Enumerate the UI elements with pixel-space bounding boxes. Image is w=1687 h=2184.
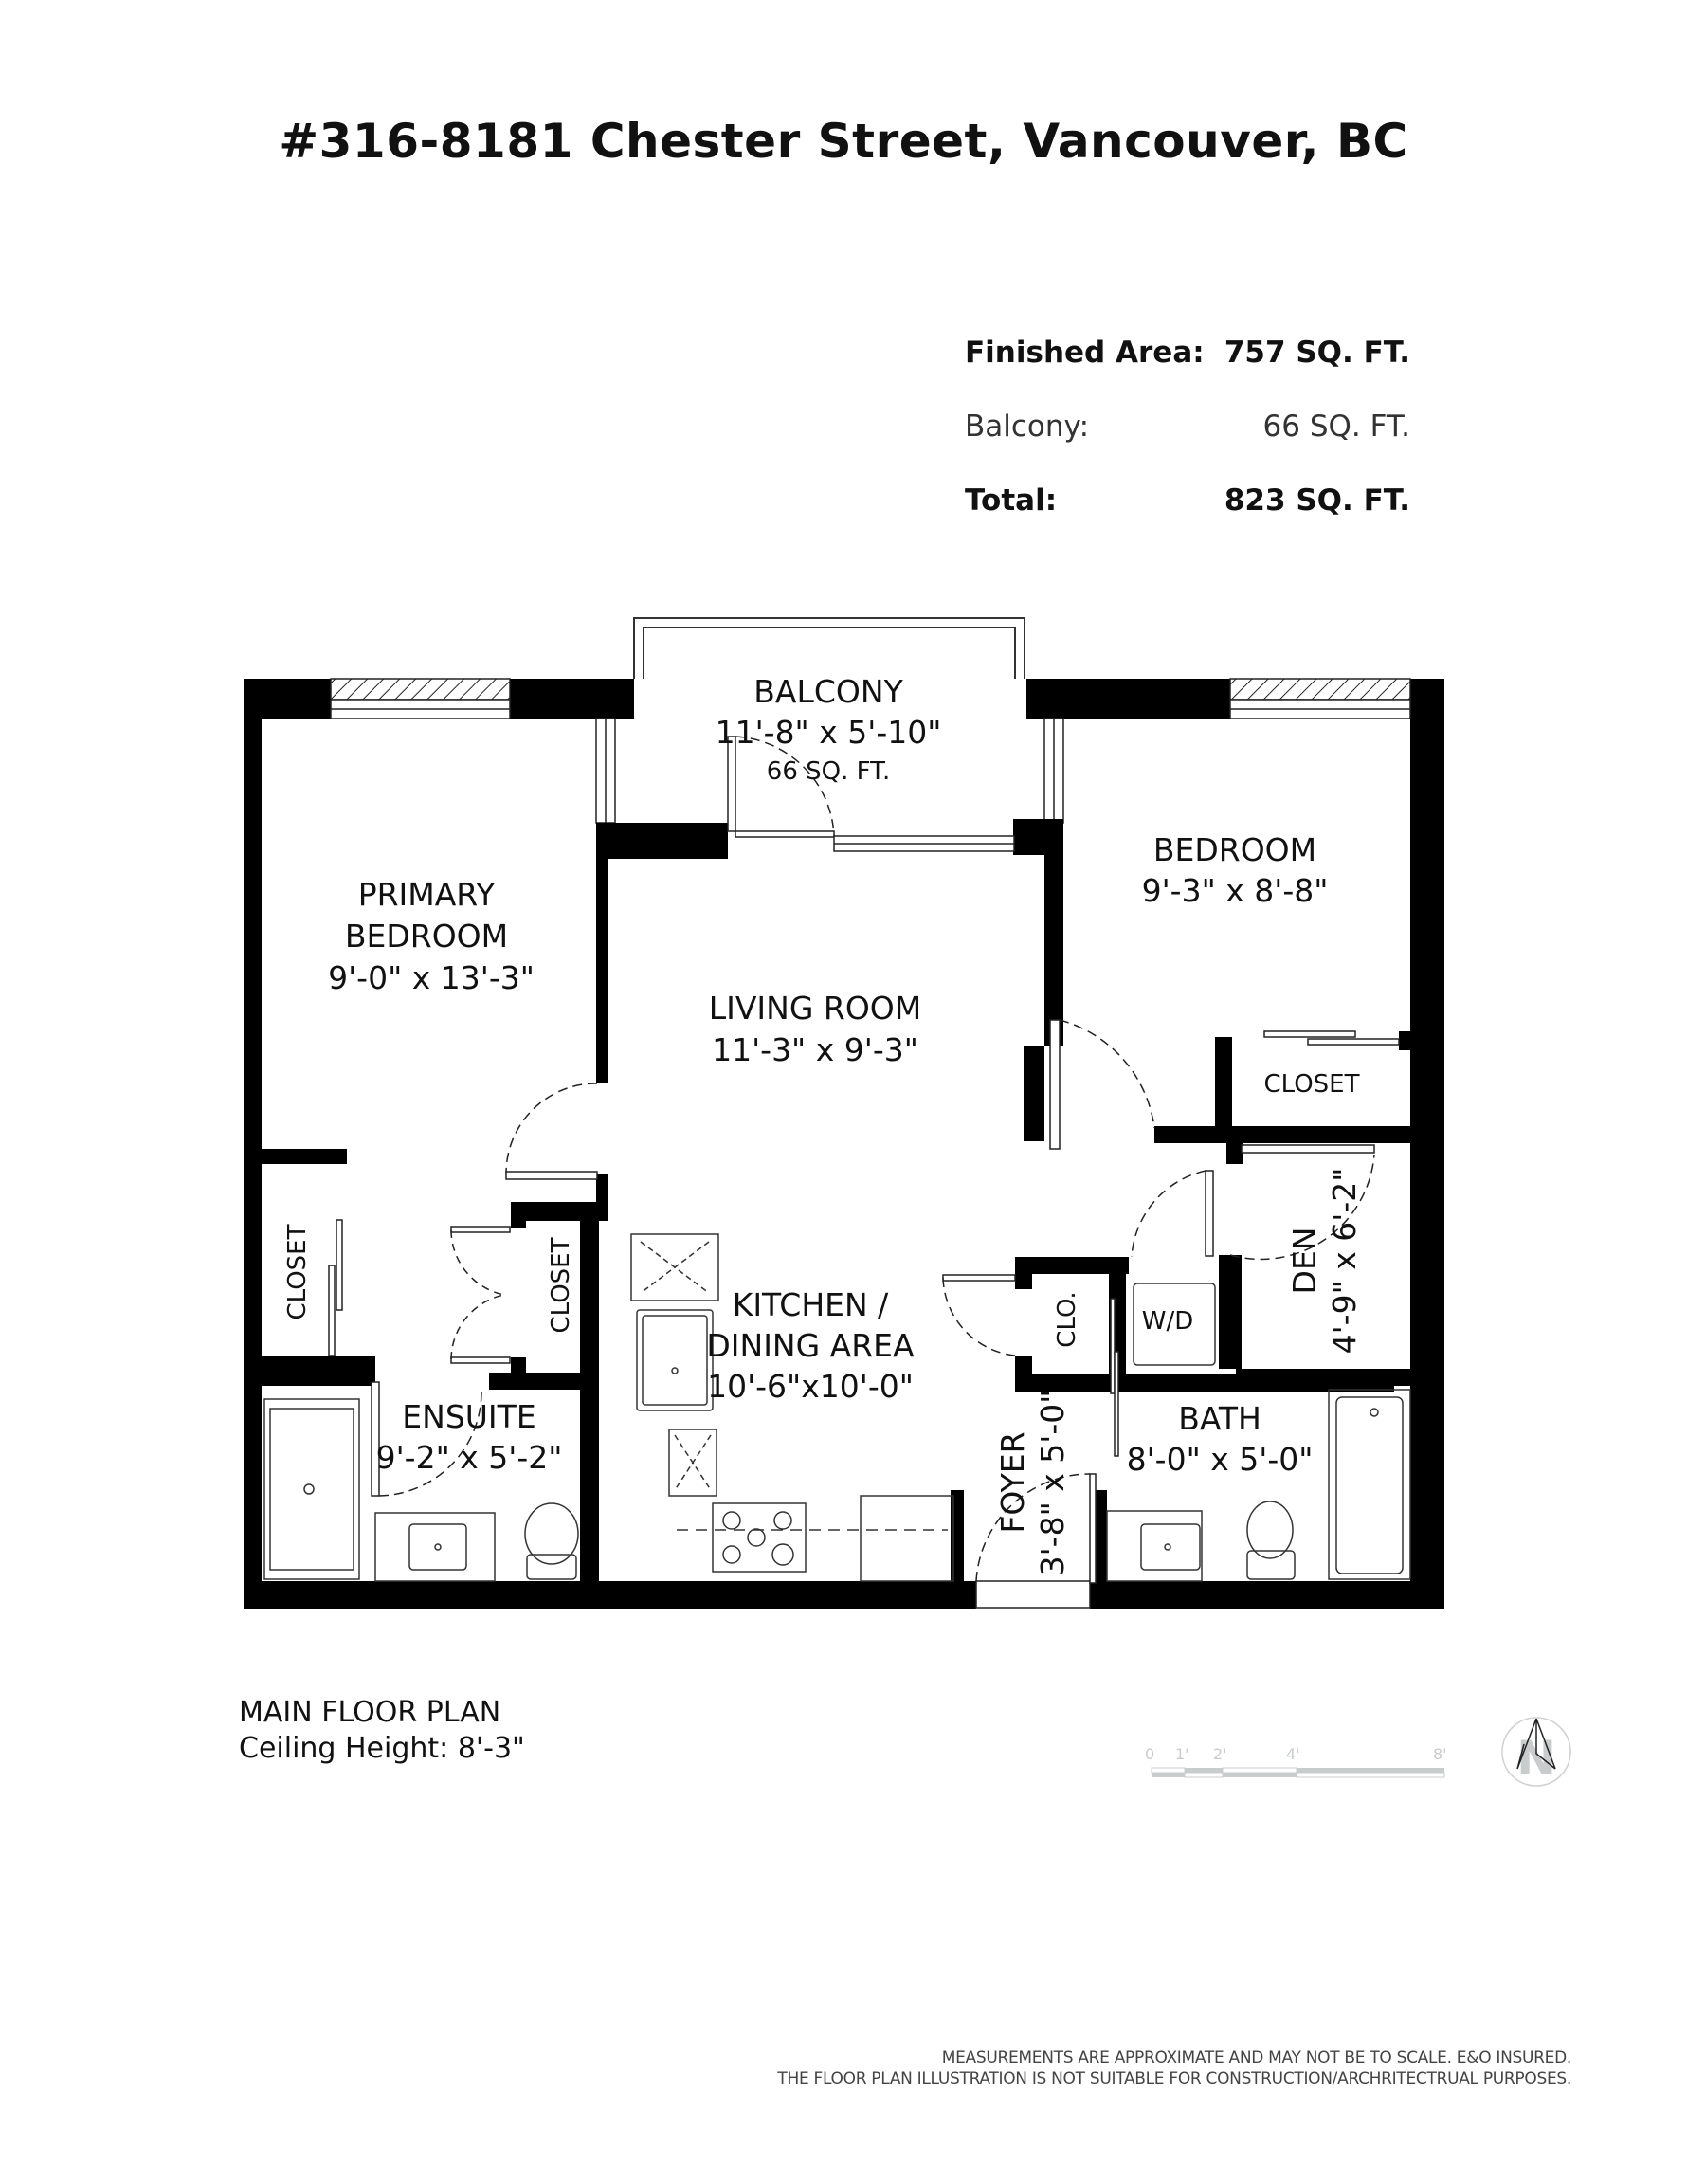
- scale-bar: 0 1' 2' 4' 8': [1145, 1745, 1447, 1778]
- sink-icon: [636, 1309, 714, 1411]
- balcony-area-label: Balcony:: [965, 410, 1090, 444]
- balcony-area: 66 SQ. FT.: [767, 757, 890, 786]
- den-dims: 4'-9" x 6'-2": [1326, 1168, 1363, 1355]
- balcony-area-value: 66 SQ. FT.: [1262, 410, 1410, 444]
- primary-closet-left-label: CLOSET: [283, 1224, 312, 1320]
- bath-label: BATH: [1178, 1400, 1261, 1437]
- scale-tick-2: 2': [1213, 1745, 1227, 1763]
- bathtub-icon: [1328, 1389, 1411, 1580]
- plan-name: MAIN FLOOR PLAN: [239, 1696, 501, 1729]
- page-title: #316-8181 Chester Street, Vancouver, BC: [279, 114, 1408, 169]
- doors: [328, 736, 1400, 1609]
- finished-area-label: Finished Area:: [965, 336, 1205, 370]
- bath-dims: 8'-0" x 5'-0": [1127, 1441, 1314, 1478]
- disclaimer-line-1: MEASUREMENTS ARE APPROXIMATE AND MAY NOT…: [941, 2048, 1572, 2067]
- stove-icon: [712, 1502, 807, 1573]
- plan-info: MAIN FLOOR PLAN Ceiling Height: 8'-3": [239, 1695, 525, 1767]
- room-labels: BALCONY 11'-8" x 5'-10" 66 SQ. FT. PRIMA…: [283, 673, 1363, 1575]
- scale-tick-3: 4': [1286, 1745, 1300, 1763]
- balcony-railing: [633, 617, 1025, 679]
- fixtures: [263, 1233, 1411, 1582]
- washer-dryer-icon: [1133, 1283, 1216, 1366]
- scale-tick-0: 0: [1145, 1745, 1154, 1763]
- toilet-icon: [1246, 1501, 1294, 1559]
- total-area-row: Total: 823 SQ. FT.: [965, 464, 1410, 537]
- foyer-label: FOYER: [994, 1431, 1031, 1533]
- primary-bedroom-label-2: BEDROOM: [345, 918, 508, 955]
- ceiling-height: Ceiling Height: 8'-3": [239, 1732, 525, 1765]
- total-area-value: 823 SQ. FT.: [1224, 483, 1410, 518]
- finished-area-row: Finished Area: 757 SQ. FT.: [965, 316, 1410, 390]
- wd-label: W/D: [1142, 1307, 1194, 1336]
- balcony-area-row: Balcony: 66 SQ. FT.: [965, 390, 1410, 464]
- living-room-dims: 11'-3" x 9'-3": [712, 1031, 918, 1068]
- living-room-label: LIVING ROOM: [709, 990, 922, 1027]
- interior-walls: [262, 819, 1444, 1585]
- scale-tick-1: 1': [1175, 1745, 1189, 1763]
- windows: [330, 678, 1411, 824]
- disclaimer-line-2: THE FLOOR PLAN ILLUSTRATION IS NOT SUITA…: [777, 2069, 1571, 2088]
- balcony-dims: 11'-8" x 5'-10": [716, 714, 942, 751]
- north-arrow-icon: N: [1501, 1717, 1571, 1787]
- scale-tick-4: 8': [1433, 1745, 1447, 1763]
- shower-icon: [263, 1398, 360, 1580]
- ensuite-dims: 9'-2" x 5'-2": [376, 1439, 563, 1476]
- clo-label: CLO.: [1053, 1291, 1081, 1347]
- disclaimer: MEASUREMENTS ARE APPROXIMATE AND MAY NOT…: [777, 2048, 1571, 2089]
- balcony-label: BALCONY: [753, 673, 903, 710]
- toilet-icon: [524, 1502, 579, 1565]
- primary-bedroom-dims: 9'-0" x 13'-3": [328, 959, 535, 996]
- bedroom-dims: 9'-3" x 8'-8": [1142, 872, 1329, 909]
- den-label: DEN: [1286, 1228, 1323, 1295]
- kitchen-dims: 10'-6"x10'-0": [707, 1368, 914, 1405]
- area-summary: Finished Area: 757 SQ. FT. Balcony: 66 S…: [965, 316, 1410, 537]
- primary-bedroom-label-1: PRIMARY: [358, 876, 496, 913]
- primary-closet-right-label: CLOSET: [547, 1237, 575, 1333]
- fridge-icon: [860, 1495, 954, 1582]
- bedroom-closet-label: CLOSET: [1264, 1070, 1360, 1099]
- bedroom-label: BEDROOM: [1153, 831, 1316, 868]
- foyer-dims: 3'-8" x 5'-0": [1034, 1390, 1071, 1576]
- kitchen-label-1: KITCHEN /: [733, 1286, 889, 1323]
- total-area-label: Total:: [965, 483, 1058, 518]
- finished-area-value: 757 SQ. FT.: [1224, 336, 1410, 370]
- kitchen-label-2: DINING AREA: [706, 1327, 915, 1364]
- exterior-walls: [244, 679, 1444, 1609]
- ensuite-label: ENSUITE: [402, 1398, 535, 1435]
